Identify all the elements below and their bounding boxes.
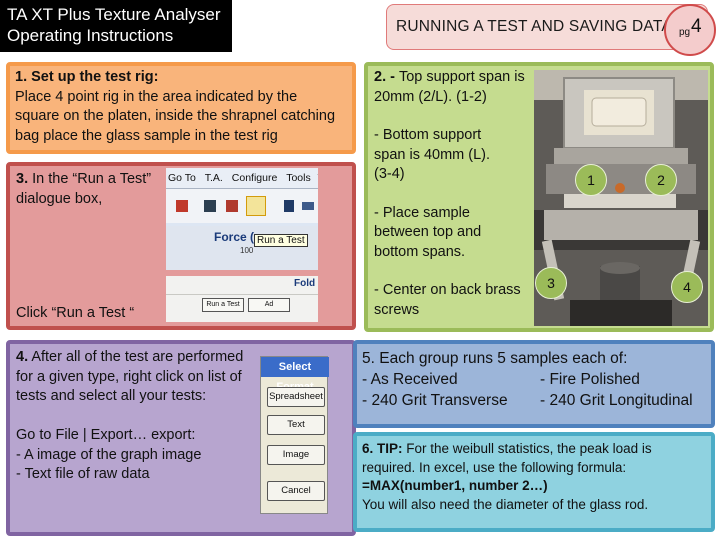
step-4-line: Go to File | Export… export: — [16, 427, 196, 443]
tip-label: 6. TIP: — [362, 441, 403, 456]
step-2-line: - Place sample — [374, 204, 470, 221]
step-6-tip-panel: 6. TIP: For the weibull statistics, the … — [353, 432, 715, 532]
span-marker-4: 4 — [671, 271, 703, 303]
click-run-a-test-instruction: Click “Run a Test “ — [16, 305, 135, 321]
step-1-heading: 1. Set up the test rig: — [15, 69, 159, 85]
toolbar-icon[interactable] — [176, 200, 188, 212]
run-a-test-icon[interactable] — [246, 196, 266, 216]
select-format-dialog: Select Format Spreadsheet Text Image Can… — [260, 356, 329, 514]
step-4-line: tests and select all your tests: — [16, 388, 207, 404]
test-rig-photo: 1 2 3 4 — [534, 70, 708, 326]
tip-line: You will also need the diameter of the g… — [362, 496, 649, 512]
step-4-line: 4. After all of the test are performed — [16, 349, 244, 365]
dialog-title: Select Format — [261, 357, 329, 393]
step-2-line: span is 40mm (L). — [374, 146, 491, 163]
step-2-line: 20mm (2/L). (1-2) — [374, 88, 487, 105]
sample-type: - As Received — [362, 371, 458, 388]
tip-line: 6. TIP: For the weibull statistics, the … — [362, 441, 652, 456]
section-title: RUNNING A TEST AND SAVING DATA — [396, 18, 672, 35]
step-1-line: square on the platen, inside the shrapne… — [15, 108, 336, 124]
title-line-1: TA XT Plus Texture Analyser — [7, 5, 221, 24]
step-5-panel: 5. Each group runs 5 samples each of: - … — [353, 340, 715, 428]
tip-line: required. In excel, use the following fo… — [362, 459, 627, 475]
step-4-line: - A image of the graph image — [16, 446, 202, 463]
axis-value: 100 — [240, 246, 254, 255]
step-4-line: - Text file of raw data — [16, 466, 150, 482]
page-prefix: pg — [679, 27, 691, 38]
step-1-panel: 1. Set up the test rig: Place 4 point ri… — [6, 62, 356, 154]
span-marker-2: 2 — [645, 164, 677, 196]
run-a-test-tooltip: Run a Test — [254, 234, 308, 247]
image-button[interactable]: Image — [267, 445, 325, 465]
toolbar-icon[interactable] — [226, 200, 238, 212]
step-2-line: (3-4) — [374, 166, 405, 182]
toolbar-icon[interactable] — [302, 202, 314, 210]
cancel-button[interactable]: Cancel — [267, 481, 325, 501]
toolbar-screenshot: Go To T.A. Configure Tools W Force ( 100… — [166, 168, 318, 270]
section-banner — [386, 4, 708, 50]
step-2-number: 2. - — [374, 69, 399, 85]
step-2-line: screws — [374, 301, 420, 318]
menu-item[interactable]: T.A. — [204, 172, 223, 184]
run-a-test-button[interactable]: Run a Test — [202, 298, 244, 312]
step-3-line: 3. In the “Run a Test” — [16, 171, 152, 187]
sample-type: - 240 Grit Transverse — [362, 392, 508, 409]
folder-label: Fold — [294, 278, 316, 289]
step-2-line: bottom spans. — [374, 243, 466, 260]
span-marker-1: 1 — [575, 164, 607, 196]
step-2-line: - Center on back brass — [374, 282, 521, 298]
step-2-line: 2. - Top support span is — [374, 69, 525, 85]
document-title: TA XT Plus Texture Analyser Operating In… — [0, 0, 232, 52]
add-button[interactable]: Ad — [248, 298, 290, 312]
step-1-line: bag place the glass sample in the test r… — [15, 127, 278, 144]
menu-item[interactable]: Configure — [231, 172, 278, 184]
toolbar-icon[interactable] — [204, 200, 216, 212]
toolbar-icon[interactable] — [284, 200, 294, 212]
force-label: Force ( — [214, 230, 255, 244]
text-button[interactable]: Text — [267, 415, 325, 435]
step-3-number: 3. — [16, 171, 29, 187]
spreadsheet-button[interactable]: Spreadsheet — [267, 387, 325, 407]
span-marker-3: 3 — [535, 267, 567, 299]
page-badge — [664, 4, 716, 56]
tip-formula: =MAX(number1, number 2…) — [362, 478, 548, 493]
sample-type: - Fire Polished — [540, 371, 640, 388]
page-number: 4 — [691, 16, 702, 37]
run-button-screenshot: Fold Run a Test Ad — [166, 276, 318, 322]
sample-type: - 240 Grit Longitudinal — [540, 392, 693, 409]
step-4-number: 4. — [16, 349, 29, 365]
menu-item[interactable]: Go To — [168, 172, 196, 184]
step-4-line: for a given type, right click on list of — [16, 368, 242, 385]
title-line-2: Operating Instructions — [7, 26, 174, 45]
step-2-line: between top and — [374, 224, 482, 240]
menu-item[interactable]: Tools — [286, 172, 311, 184]
step-5-heading: 5. Each group runs 5 samples each of: — [362, 350, 628, 367]
step-3-line: dialogue box, — [16, 190, 103, 207]
step-1-line: Place 4 point rig in the area indicated … — [15, 88, 298, 105]
step-2-line: - Bottom support — [374, 127, 482, 143]
